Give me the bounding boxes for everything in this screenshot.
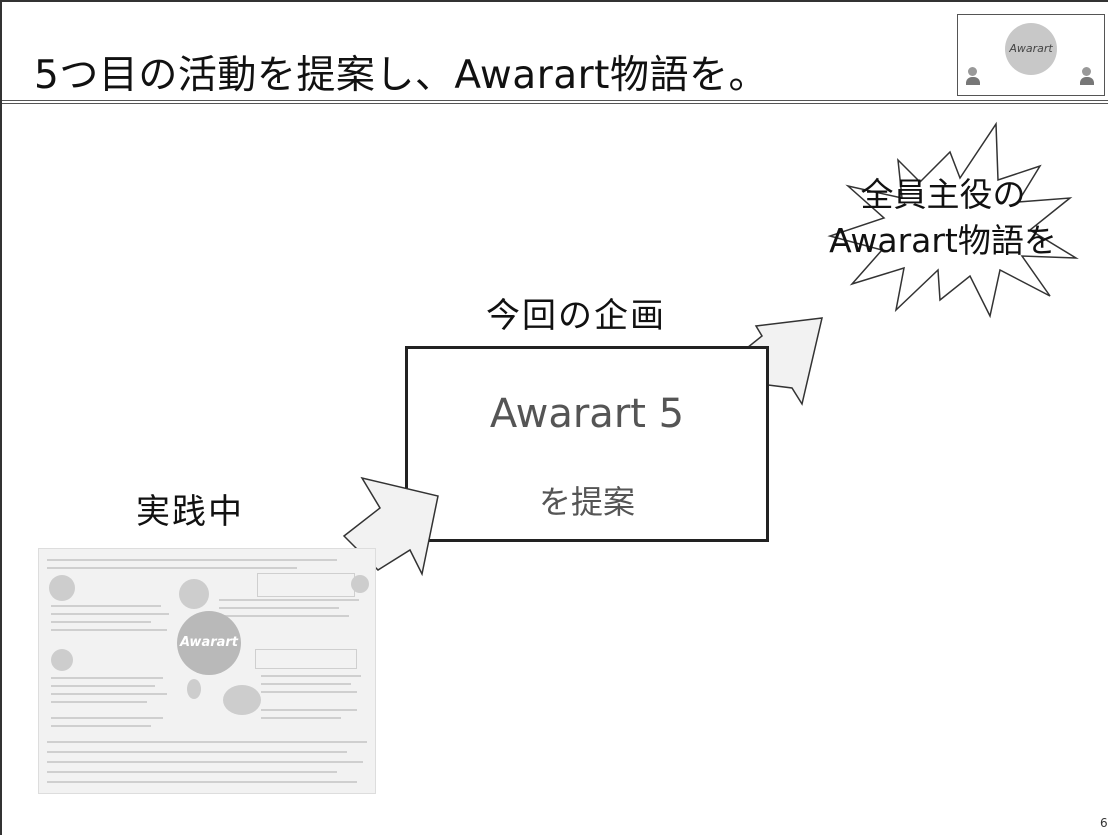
logo-circle <box>1005 23 1057 75</box>
starburst-shape <box>827 121 1079 319</box>
current-label: 実践中 <box>136 492 244 532</box>
starburst-line-2: Awarart物語を <box>829 221 1057 260</box>
person-icon <box>966 67 980 85</box>
person-icon <box>1080 67 1094 85</box>
starburst-line-1: 全員主役の <box>860 175 1026 214</box>
title-divider <box>2 100 1108 104</box>
plan-box: Awarart 5 を提案 <box>405 346 769 542</box>
slide-title: 5つ目の活動を提案し、Awarart物語を。 <box>34 53 768 98</box>
flyer-logo-circle <box>177 611 241 675</box>
page-number: 6 <box>1100 816 1108 830</box>
starburst-text: 全員主役の Awarart物語を <box>808 172 1078 264</box>
plan-box-subtitle: を提案 <box>538 483 635 521</box>
flyer-thumbnail: Awarart <box>38 548 376 794</box>
plan-label: 今回の企画 <box>486 296 666 336</box>
awarart-logo-thumbnail: Awarart <box>957 14 1105 96</box>
logo-text: Awarart <box>1009 42 1053 55</box>
flyer-logo-text: Awarart <box>179 635 239 650</box>
plan-box-title: Awarart 5 <box>489 391 685 437</box>
